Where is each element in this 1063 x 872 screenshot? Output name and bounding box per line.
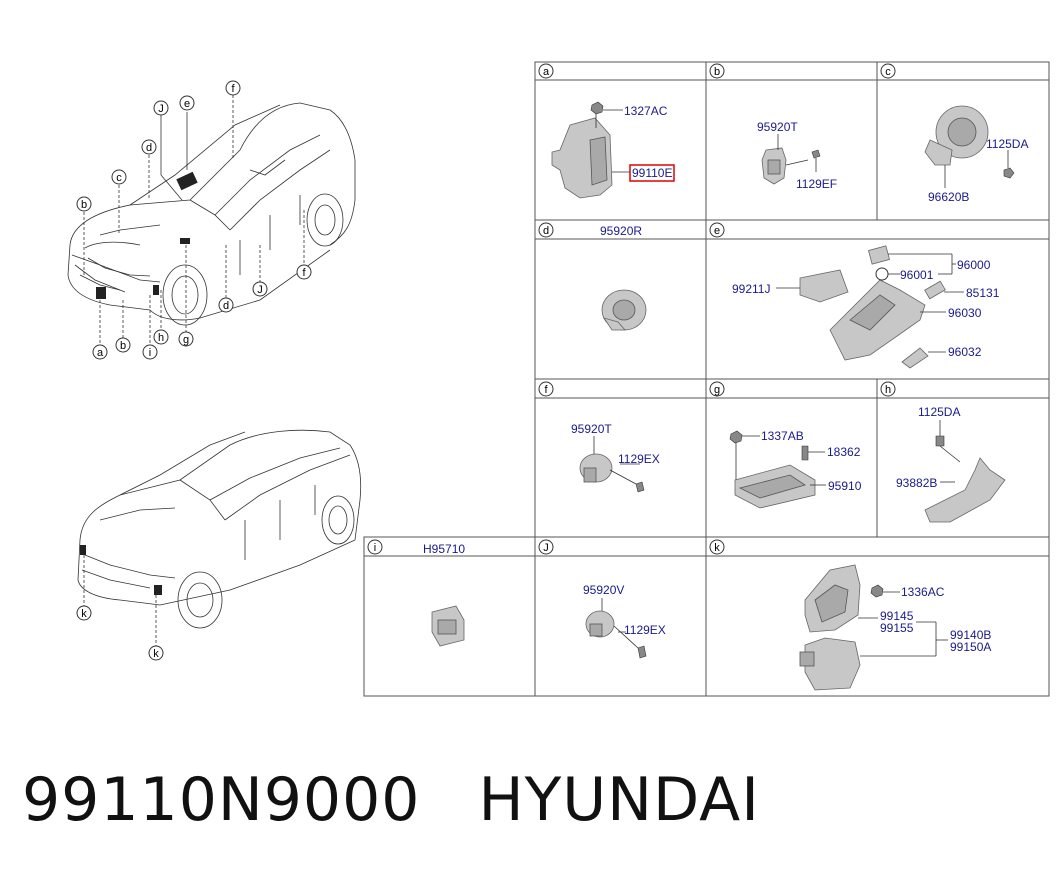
callout-label: d — [223, 300, 229, 312]
bolt-icon — [635, 481, 645, 493]
bolt-icon — [811, 149, 821, 159]
front-car-leaders — [83, 95, 305, 345]
part-99145: 99145 — [880, 609, 914, 623]
part-95920T: 95920T — [571, 422, 612, 436]
callout-label: J — [257, 284, 263, 296]
part-1129EX: 1129EX — [618, 452, 660, 466]
part-99110E[interactable]: 99110E — [632, 166, 672, 180]
callout-label: d — [146, 142, 152, 154]
panel-b: 95920T 1129EF — [757, 120, 837, 191]
panel-f: 95920T 1129EX — [571, 422, 660, 493]
callout-label: f — [231, 83, 235, 95]
callout-label: f — [302, 267, 306, 279]
panel-j: 95920V 1129EX — [583, 583, 666, 659]
bracket — [924, 457, 1006, 523]
rear-car-markers — [80, 545, 162, 595]
panel-i-letter: i — [374, 542, 376, 554]
bolt-icon — [1003, 167, 1015, 179]
part-99140B: 99140B — [950, 628, 991, 642]
front-car-markers — [96, 171, 198, 299]
highlight-box[interactable] — [629, 164, 675, 182]
part-99150A: 99150A — [950, 640, 991, 654]
bolt-icon — [935, 435, 945, 447]
panel-a-letter: a — [543, 66, 550, 78]
part-96030: 96030 — [948, 306, 982, 320]
parts-grid — [363, 61, 1050, 697]
camera-unit — [799, 269, 849, 303]
callout-label: b — [120, 340, 126, 352]
panel-i: H95710 — [423, 542, 465, 647]
part-96620B: 96620B — [928, 190, 969, 204]
part-1129EX: 1129EX — [624, 623, 666, 637]
front-car-callouts: J e f d c b a b i h g d J f — [76, 80, 312, 360]
panel-h-letter: h — [885, 384, 891, 396]
panel-letters: a b c d e f g h i J k — [367, 63, 896, 555]
part-95920T: 95920T — [757, 120, 798, 134]
part-96032: 96032 — [948, 345, 982, 359]
panel-i-title: H95710 — [423, 542, 465, 556]
panel-d-title: 95920R — [600, 224, 642, 238]
rear-car-illustration — [77, 429, 362, 629]
nut-icon — [870, 584, 884, 598]
part-18362: 18362 — [827, 445, 861, 459]
part-95920V: 95920V — [583, 583, 624, 597]
nut-icon — [590, 101, 604, 115]
footer-caption: 99110N9000 HYUNDAI — [22, 760, 760, 840]
part-95910: 95910 — [828, 479, 862, 493]
panel-d-letter: d — [543, 225, 549, 237]
part-1129EF: 1129EF — [796, 177, 837, 191]
nut-icon — [729, 430, 743, 444]
rear-car-callouts: k k — [76, 605, 164, 661]
front-car-illustration — [67, 102, 356, 326]
panel-h: 1125DA 93882B — [896, 405, 1006, 523]
part-93882B: 93882B — [896, 476, 937, 490]
panel-a: 1327AC 99110E — [551, 101, 675, 199]
parts-diagram: J e f d c b a b i h g d J f — [67, 61, 1050, 697]
panel-k: 1336AC 99145 99155 99140B 99150A — [799, 564, 991, 691]
callout-label: h — [158, 332, 164, 344]
panel-b-letter: b — [714, 66, 720, 78]
callout-label: c — [116, 172, 122, 184]
part-1327AC: 1327AC — [624, 104, 668, 118]
panel-j-letter: J — [543, 542, 549, 554]
panel-f-letter: f — [544, 384, 548, 396]
panel-k-letter: k — [714, 542, 720, 554]
callout-label: b — [81, 199, 87, 211]
part-99155: 99155 — [880, 621, 914, 635]
panel-g: 1337AB 18362 95910 — [729, 429, 862, 509]
panel-c: 96620B 1125DA — [924, 105, 1028, 204]
callout-label: e — [184, 98, 190, 110]
panel-e: 99211J 96000 96001 85131 96030 96032 — [732, 245, 1000, 369]
part-1337AB: 1337AB — [761, 429, 804, 443]
bolt-icon — [637, 645, 647, 659]
panel-d: 95920R — [600, 224, 647, 331]
part-99211J: 99211J — [732, 282, 770, 296]
callout-label: i — [149, 347, 151, 359]
footer-brand: HYUNDAI — [478, 765, 760, 835]
part-1336AC: 1336AC — [901, 585, 945, 599]
part-85131: 85131 — [966, 286, 1000, 300]
panel-g-letter: g — [714, 384, 720, 396]
panel-c-letter: c — [885, 66, 891, 78]
footer-part-number: 99110N9000 — [22, 765, 421, 835]
rear-car-leaders — [83, 555, 157, 646]
callout-label: a — [97, 347, 104, 359]
panel-e-letter: e — [714, 225, 720, 237]
part-96001: 96001 — [900, 268, 934, 282]
callout-label: k — [153, 648, 159, 660]
part-1125DA: 1125DA — [986, 137, 1028, 151]
callout-label: k — [81, 608, 87, 620]
part-96000: 96000 — [957, 258, 991, 272]
callout-label: J — [158, 103, 164, 115]
callout-label: g — [183, 334, 189, 346]
control-module — [804, 637, 861, 691]
part-1125DA: 1125DA — [918, 405, 960, 419]
